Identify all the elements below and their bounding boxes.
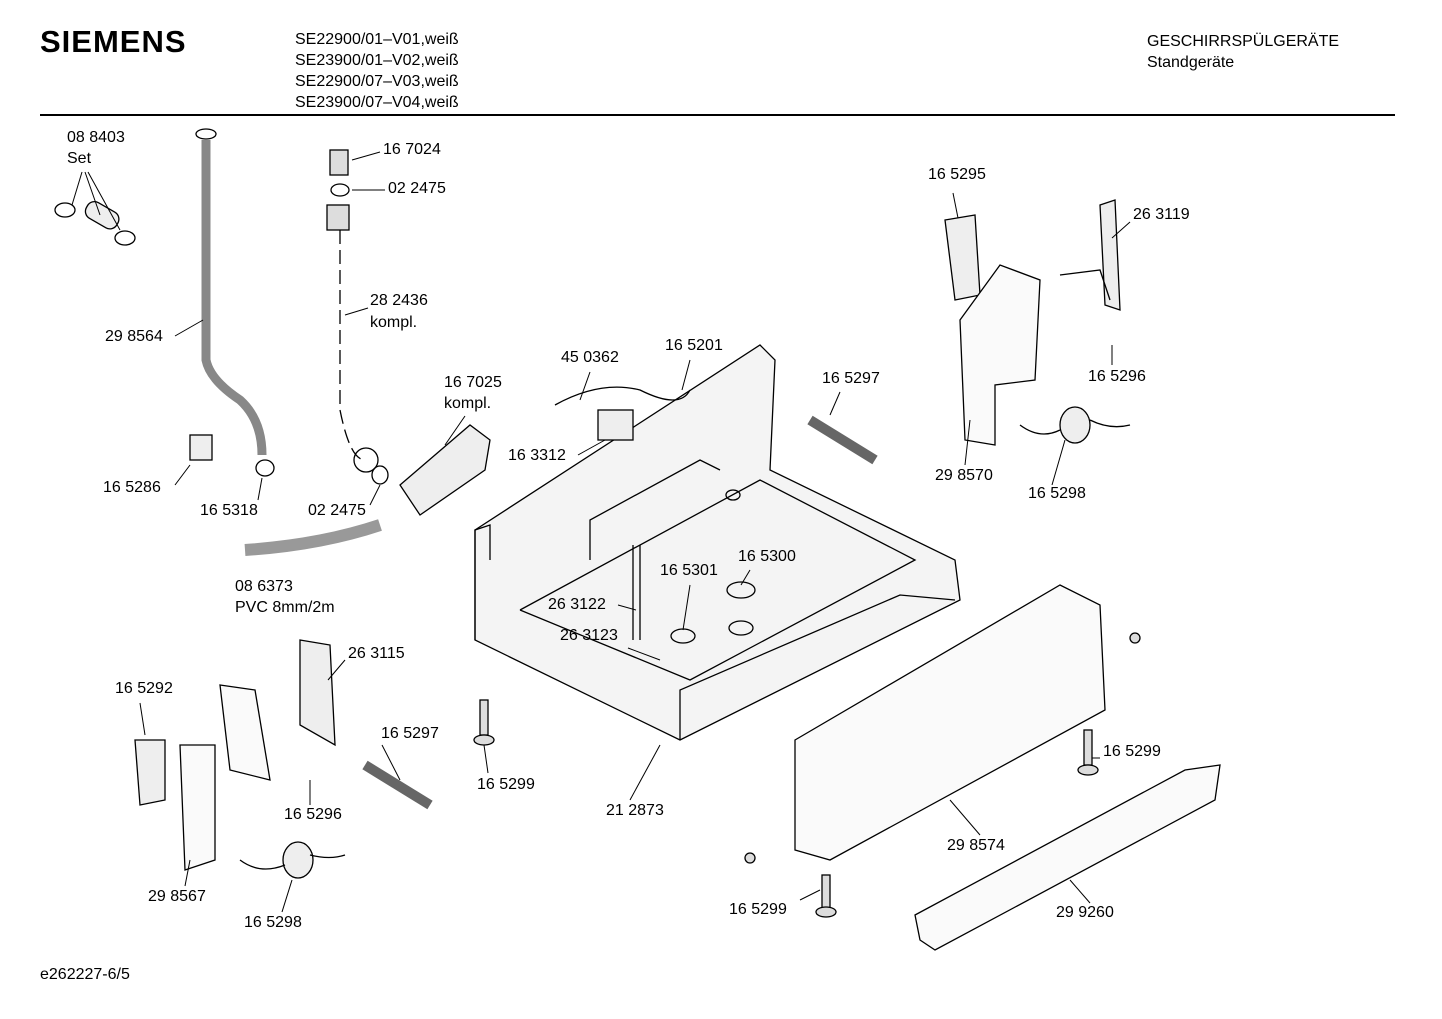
part-label: 29 9260	[1056, 904, 1114, 921]
part-label: kompl.	[370, 314, 418, 331]
part-label: 16 5297	[381, 725, 439, 742]
part-label: 16 5300	[738, 548, 796, 565]
part-label: 29 8574	[947, 837, 1005, 854]
part-label: kompl.	[444, 395, 492, 412]
part-label: 16 5299	[1103, 743, 1161, 760]
plinth-298574	[794, 584, 1106, 861]
part-label: 45 0362	[561, 349, 619, 366]
part-label: 16 5299	[729, 901, 787, 918]
part-label: 16 3312	[508, 447, 566, 464]
part-label: 08 6373	[235, 578, 293, 595]
part-label: 16 5292	[115, 680, 173, 697]
model: SE22900/07–V03,weiß	[295, 73, 459, 90]
part-label: 16 5298	[1028, 485, 1086, 502]
part-label: 21 2873	[606, 802, 664, 819]
clip-set-088403	[54, 200, 136, 246]
category-title: GESCHIRRSPÜLGERÄTE	[1147, 33, 1340, 50]
inlet-hose-282436	[339, 230, 366, 461]
model: SE23900/07–V04,weiß	[295, 94, 459, 111]
subcategory: Standgeräte	[1147, 54, 1235, 71]
part-label: 16 5298	[244, 914, 302, 931]
part-label: 16 7024	[383, 141, 441, 158]
base-tub-212873	[474, 344, 961, 741]
part-label: 29 8567	[148, 888, 206, 905]
drain-hose-298564	[201, 140, 267, 456]
part-label: 02 2475	[308, 502, 366, 519]
part-label: 16 5296	[1088, 368, 1146, 385]
header-divider	[40, 114, 1395, 116]
part-label: 16 5301	[660, 562, 718, 579]
part-label: 26 3119	[1133, 206, 1190, 223]
part-label: 26 3122	[548, 596, 606, 613]
part-label: 26 3115	[348, 645, 405, 662]
model: SE23900/01–V02,weiß	[295, 52, 459, 69]
part-label: 29 8570	[935, 467, 993, 484]
part-label: 16 7025	[444, 374, 502, 391]
category: GESCHIRRSPÜLGERÄTE Standgeräte	[1147, 31, 1339, 73]
part-label: 29 8564	[105, 328, 163, 345]
part-label: 16 5286	[103, 479, 161, 496]
document-id: e262227-6/5	[40, 966, 130, 983]
part-label: 16 5296	[284, 806, 342, 823]
part-label: 02 2475	[388, 180, 446, 197]
part-label: Set	[67, 150, 92, 167]
model: SE22900/01–V01,weiß	[295, 31, 459, 48]
part-label: 16 5299	[477, 776, 535, 793]
part-label: 08 8403	[67, 129, 125, 146]
part-label: 16 5318	[200, 502, 258, 519]
part-label: 16 5297	[822, 370, 880, 387]
model-list: SE22900/01–V01,weiß SE23900/01–V02,weiß …	[295, 29, 459, 113]
part-label: 16 5295	[928, 166, 986, 183]
part-label: 16 5201	[665, 337, 723, 354]
part-label: 28 2436	[370, 292, 428, 309]
kickplate-299260	[914, 764, 1221, 951]
valve-167025	[399, 424, 491, 516]
part-label: 26 3123	[560, 627, 618, 644]
part-label: PVC 8mm/2m	[235, 599, 335, 616]
pvc-hose-086373	[244, 519, 382, 556]
siemens-logo: SIEMENS	[40, 24, 187, 59]
